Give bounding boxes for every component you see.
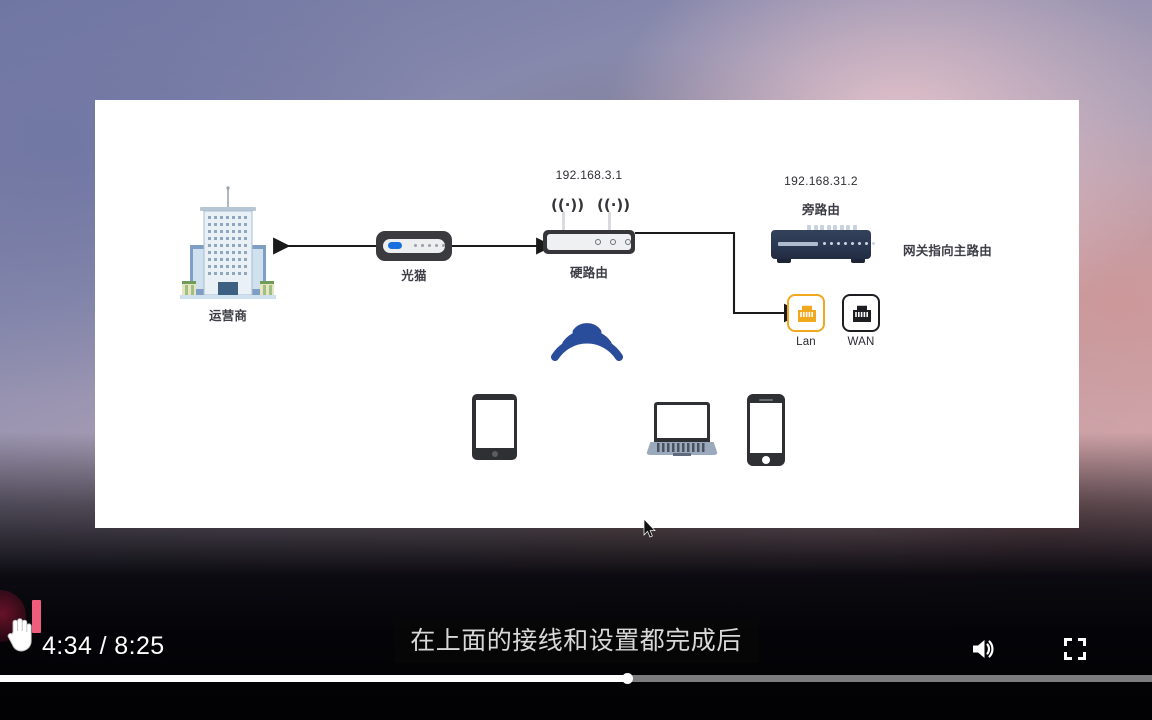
router-signal-left-icon: ((·)) [551,196,585,214]
office-building-icon [180,185,276,310]
player-controls-bar: 4:34 / 8:25 [0,610,1152,720]
video-slide-canvas: 运营商 光猫 192.168.3.1 ((·)) ((·)) 硬路由 192.1… [95,100,1079,528]
progress-bar-track[interactable] [0,673,1152,684]
network-switch-icon [771,225,875,263]
optical-modem-icon [376,231,452,261]
fullscreen-button[interactable] [1060,634,1090,664]
main-router-ip: 192.168.3.1 [555,168,623,182]
isp-label: 运营商 [208,309,248,323]
progress-bar-knob[interactable] [622,673,634,684]
bypass-router-label: 旁路由 [801,203,841,217]
pause-icon [32,600,41,633]
progress-bar-fill [0,675,628,682]
rj45-lan-port-icon [787,294,825,332]
bypass-router-note: 网关指向主路由 [903,244,992,258]
subtitle-caption: 在上面的接线和设置都完成后 [394,619,758,663]
lan-port-label: Lan [796,336,816,348]
wifi-signal-icon [550,318,624,368]
hand-cursor [6,618,34,654]
main-router-label: 硬路由 [569,266,609,280]
laptop-icon [646,402,718,460]
right-controls-group [968,634,1090,664]
bypass-router-ip: 192.168.31.2 [784,174,858,188]
wireless-router-icon: ((·)) ((·)) [543,198,635,258]
volume-button[interactable] [968,634,998,664]
wan-port-label: WAN [847,336,875,348]
tablet-icon [472,394,517,460]
time-display: 4:34 / 8:25 [42,632,165,660]
fullscreen-icon [1064,638,1086,660]
mouse-cursor [643,518,657,538]
router-signal-right-icon: ((·)) [597,196,631,214]
volume-icon [973,640,994,658]
rj45-wan-port-icon [842,294,880,332]
modem-label: 光猫 [401,269,427,283]
